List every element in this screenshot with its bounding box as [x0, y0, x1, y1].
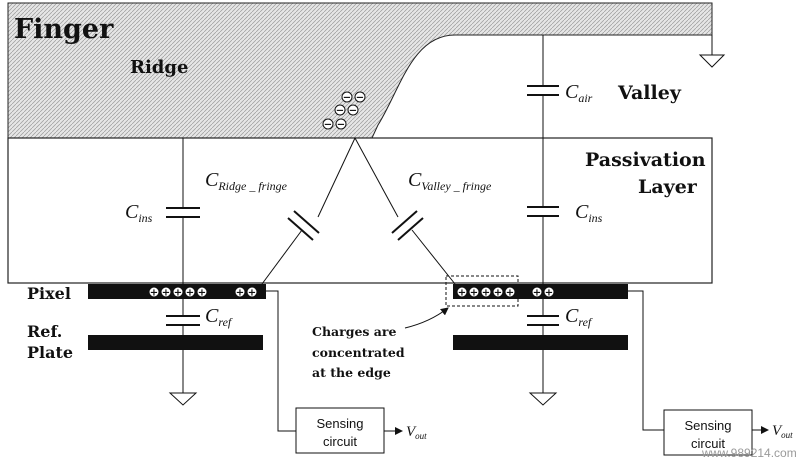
- positive-charge-sign: +: [150, 288, 158, 299]
- positive-charge-circle: [504, 286, 516, 298]
- negative-charge-circle: [341, 91, 353, 103]
- positive-charge-sign: +: [494, 288, 502, 299]
- finger-body: [7, 2, 713, 139]
- positive-charge-circle: [456, 286, 468, 298]
- pixel-label: Pixel: [27, 284, 71, 303]
- c-air-label: Cair: [565, 81, 593, 105]
- positive-charge-sign: +: [162, 288, 170, 299]
- negative-charge-circle: [335, 118, 347, 130]
- positive-charge-sign: +: [198, 288, 206, 299]
- negative-charge-sign: −: [336, 106, 344, 117]
- vout-left-label: Vout: [406, 424, 427, 441]
- c-ins-left-label: Cins: [125, 201, 153, 225]
- negative-charge-sign: −: [343, 93, 351, 104]
- negative-charge-circle: [347, 104, 359, 116]
- positive-charge-circle: [468, 286, 480, 298]
- negative-charge-sign: −: [337, 120, 345, 131]
- ref-plate-right: [453, 335, 628, 350]
- c-ref-right-label: Cref: [565, 305, 593, 329]
- ground-symbol-left: [168, 350, 198, 406]
- positive-charge-circle: [480, 286, 492, 298]
- positive-charge-sign: +: [533, 288, 541, 299]
- negative-charge-circle: [322, 118, 334, 130]
- ref-wire-right: [527, 299, 559, 335]
- annotation-line2: concentrated: [312, 345, 405, 360]
- finger-label: Finger: [14, 14, 114, 45]
- positive-charge-sign: +: [248, 288, 256, 299]
- positive-charge-circle: [531, 286, 543, 298]
- c-ref-left-label: Cref: [205, 305, 233, 329]
- positive-charge-circle: [492, 286, 504, 298]
- passivation-label-line1: Passivation: [585, 149, 706, 171]
- negative-charge-sign: −: [356, 93, 364, 104]
- negative-charges: −−−−−−: [322, 91, 366, 131]
- positive-charge-circle: [184, 286, 196, 298]
- sensing-circuit-right: Sensing circuit Vout: [628, 290, 793, 456]
- c-valley-fringe-label: CValley _ fringe: [408, 169, 492, 193]
- sensing-right-line2: circuit: [691, 436, 725, 451]
- finger-ground-symbol: [698, 35, 726, 68]
- positive-charge-sign: +: [186, 288, 194, 299]
- positive-charge-circle: [543, 286, 555, 298]
- annotation-line3: at the edge: [312, 365, 391, 380]
- passivation-label-line2: Layer: [638, 176, 698, 198]
- ref-label-line1: Ref.: [27, 322, 62, 341]
- positive-charge-circle: [246, 286, 258, 298]
- negative-charge-sign: −: [349, 106, 357, 117]
- positive-charge-circle: [148, 286, 160, 298]
- ridge-label: Ridge: [130, 57, 188, 78]
- ridge-wire: [166, 138, 200, 284]
- positive-charges: + + + + + + + + + + + + + +: [148, 286, 555, 299]
- positive-charge-circle: [234, 286, 246, 298]
- positive-charge-circle: [172, 286, 184, 298]
- valley-fringe-branch: [354, 137, 456, 285]
- positive-charge-sign: +: [470, 288, 478, 299]
- c-ridge-fringe-label: CRidge _ fringe: [205, 169, 288, 193]
- positive-charge-sign: +: [458, 288, 466, 299]
- negative-charge-circle: [334, 104, 346, 116]
- positive-charge-sign: +: [506, 288, 514, 299]
- c-ins-right-label: Cins: [575, 201, 603, 225]
- positive-charge-sign: +: [482, 288, 490, 299]
- watermark: www.989214.com: [701, 446, 797, 460]
- annotation-arrow: [404, 307, 449, 329]
- positive-charge-sign: +: [236, 288, 244, 299]
- ref-wire-left: [166, 299, 200, 335]
- positive-charge-sign: +: [174, 288, 182, 299]
- positive-charge-sign: +: [545, 288, 553, 299]
- valley-label: Valley: [617, 82, 682, 104]
- ref-plate-left: [88, 335, 263, 350]
- negative-charge-sign: −: [324, 120, 332, 131]
- positive-charge-circle: [196, 286, 208, 298]
- valley-wire: [527, 35, 559, 284]
- ground-symbol-right: [528, 350, 558, 406]
- sensing-left-line1: Sensing: [317, 416, 364, 431]
- passivation-layer: [7, 137, 713, 284]
- annotation-line1: Charges are: [312, 324, 396, 339]
- sensing-right-line1: Sensing: [685, 418, 732, 433]
- negative-charge-circle: [354, 91, 366, 103]
- edge-highlight-box: [445, 275, 519, 307]
- sensing-circuit-left: Sensing circuit Vout: [266, 290, 427, 454]
- ref-label-line2: Plate: [27, 343, 73, 362]
- positive-charge-circle: [160, 286, 172, 298]
- ridge-fringe-branch: [261, 137, 356, 285]
- vout-right-label: Vout: [772, 423, 793, 440]
- sensing-left-line2: circuit: [323, 434, 357, 449]
